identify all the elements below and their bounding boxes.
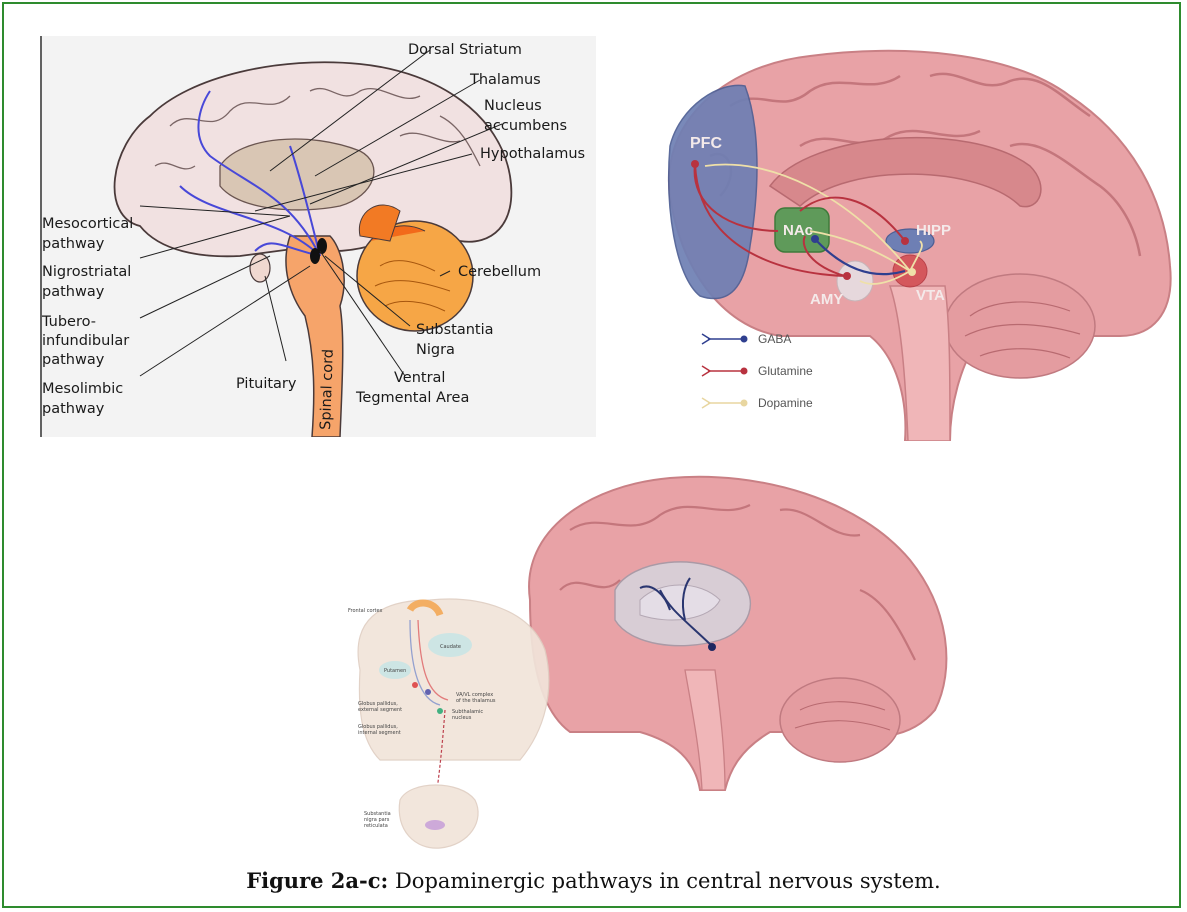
label-tubero-2: infundibular	[42, 333, 129, 349]
legend-item-dopamine: Dopamine	[702, 396, 813, 410]
label-mesolimbic-2: pathway	[42, 401, 105, 417]
label-nucleus-accumbens-1: Nucleus	[484, 98, 542, 114]
label-va-vl-2: of the thalamus	[456, 698, 496, 704]
label-nigrostriatal-1: Nigrostriatal	[42, 264, 131, 280]
label-gpe-2: external segment	[358, 707, 402, 713]
label-cerebellum: Cerebellum	[458, 264, 541, 280]
label-amy: AMY	[810, 291, 843, 308]
label-tubero-1: Tubero-	[41, 314, 96, 330]
label-substantia-1: Substantia	[416, 322, 494, 338]
label-snr-3: reticulata	[364, 823, 388, 829]
label-frontal-cortex: Frontal cortex	[348, 608, 383, 614]
legend: GABA Glutamine Dopamine	[702, 332, 813, 410]
label-thalamus: Thalamus	[469, 72, 541, 88]
label-pituitary: Pituitary	[236, 376, 297, 392]
label-vta: VTA	[916, 287, 945, 304]
cerebellum-shape	[945, 274, 1095, 378]
label-gpi-2: internal segment	[358, 730, 401, 736]
caption-text: Dopaminergic pathways in central nervous…	[388, 869, 940, 893]
pfc-region	[669, 85, 757, 298]
label-putamen: Putamen	[384, 668, 406, 674]
label-ventral-2: Tegmental Area	[355, 390, 469, 406]
panel-b-reward-circuit: PFC NAc HIPP AMY VTA GABA Glutamine Dopa…	[650, 36, 1185, 441]
sagittal-brain	[529, 477, 946, 790]
label-nigrostriatal-2: pathway	[42, 284, 105, 300]
label-nac: NAc	[783, 222, 813, 239]
label-mesocortical-2: pathway	[42, 236, 105, 252]
label-caudate: Caudate	[440, 644, 461, 650]
caption-label: Figure 2a-c:	[246, 868, 388, 893]
label-substantia-2: Nigra	[416, 342, 455, 358]
legend-item-glutamine: Glutamine	[702, 364, 813, 378]
figure-caption: Figure 2a-c: Dopaminergic pathways in ce…	[0, 868, 1187, 893]
legend-label-dopamine: Dopamine	[758, 396, 813, 410]
pituitary-shape	[250, 254, 270, 282]
legend-label-gaba: GABA	[758, 332, 791, 346]
legend-label-glutamine: Glutamine	[758, 364, 813, 378]
label-mesocortical-1: Mesocortical	[42, 216, 133, 232]
thalamus-region	[220, 139, 374, 210]
legend-item-gaba: GABA	[702, 332, 791, 346]
label-hypothalamus: Hypothalamus	[480, 146, 585, 162]
label-tubero-3: pathway	[42, 352, 105, 368]
label-nucleus-accumbens-2: accumbens	[484, 118, 567, 134]
panel-c-basal-ganglia: Frontal cortex Caudate Putamen VA/VL com…	[340, 470, 1025, 865]
label-dorsal-striatum: Dorsal Striatum	[408, 42, 522, 58]
panel-a-sagittal-pathways: Dorsal Striatum Thalamus Nucleus accumbe…	[40, 36, 596, 437]
label-hipp: HIPP	[916, 222, 951, 239]
label-pfc: PFC	[690, 135, 722, 152]
label-mesolimbic-1: Mesolimbic	[42, 381, 123, 397]
label-ventral-1: Ventral	[394, 370, 445, 386]
label-stn-2: nucleus	[452, 715, 472, 721]
label-spinal-cord: Spinal cord	[318, 349, 337, 430]
